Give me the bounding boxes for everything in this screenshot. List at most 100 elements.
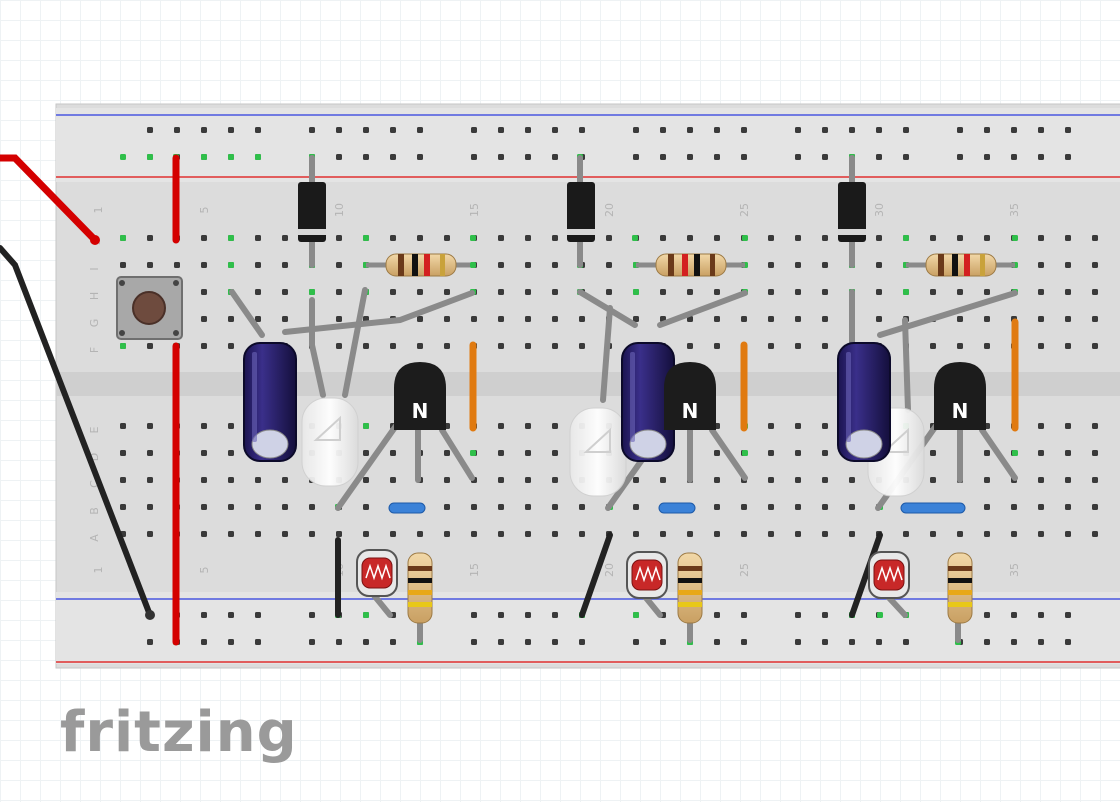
breadboard-hole bbox=[417, 531, 423, 537]
breadboard-hole bbox=[606, 235, 612, 241]
breadboard-hole bbox=[498, 450, 504, 456]
breadboard-hole bbox=[282, 235, 288, 241]
breadboard-hole bbox=[498, 477, 504, 483]
breadboard-hole bbox=[228, 639, 234, 645]
breadboard-hole bbox=[1038, 343, 1044, 349]
breadboard-hole bbox=[228, 262, 234, 268]
breadboard-hole bbox=[525, 477, 531, 483]
breadboard-hole bbox=[930, 477, 936, 483]
breadboard-hole bbox=[1038, 154, 1044, 160]
breadboard-hole bbox=[552, 450, 558, 456]
breadboard-hole bbox=[525, 154, 531, 160]
breadboard-label: 5 bbox=[198, 207, 211, 214]
breadboard-hole bbox=[633, 477, 639, 483]
transistor-label: N bbox=[682, 399, 699, 423]
breadboard-label: C bbox=[88, 480, 101, 488]
breadboard-hole bbox=[470, 450, 476, 456]
breadboard-hole bbox=[795, 289, 801, 295]
breadboard-hole bbox=[633, 154, 639, 160]
breadboard-hole bbox=[876, 316, 882, 322]
breadboard-hole bbox=[201, 127, 207, 133]
breadboard-hole bbox=[417, 343, 423, 349]
breadboard-label: 15 bbox=[468, 563, 481, 577]
breadboard-hole bbox=[120, 504, 126, 510]
breadboard-hole bbox=[984, 612, 990, 618]
breadboard-hole bbox=[498, 235, 504, 241]
breadboard-hole bbox=[984, 531, 990, 537]
breadboard-hole bbox=[984, 477, 990, 483]
breadboard-hole bbox=[228, 343, 234, 349]
top-power-rail bbox=[56, 108, 1120, 182]
photoresistor bbox=[356, 549, 398, 597]
breadboard-hole bbox=[930, 343, 936, 349]
breadboard-hole bbox=[849, 504, 855, 510]
breadboard-hole bbox=[714, 639, 720, 645]
breadboard-hole bbox=[147, 343, 153, 349]
breadboard-hole bbox=[579, 127, 585, 133]
breadboard-hole bbox=[201, 316, 207, 322]
breadboard-hole bbox=[444, 531, 450, 537]
breadboard-label: H bbox=[88, 292, 101, 300]
breadboard-hole bbox=[984, 450, 990, 456]
breadboard-hole bbox=[742, 450, 748, 456]
breadboard-hole bbox=[282, 504, 288, 510]
breadboard-hole bbox=[687, 316, 693, 322]
breadboard-hole bbox=[1065, 423, 1071, 429]
breadboard-hole bbox=[768, 289, 774, 295]
pushbutton[interactable] bbox=[116, 276, 183, 340]
breadboard-hole bbox=[1092, 504, 1098, 510]
breadboard-hole bbox=[552, 531, 558, 537]
breadboard-hole bbox=[1011, 612, 1017, 618]
breadboard-label: F bbox=[88, 347, 101, 353]
breadboard-hole bbox=[120, 262, 126, 268]
diode bbox=[838, 182, 866, 242]
breadboard-label: 20 bbox=[603, 203, 616, 217]
breadboard-hole bbox=[525, 316, 531, 322]
breadboard-hole bbox=[498, 531, 504, 537]
breadboard-hole bbox=[444, 235, 450, 241]
breadboard-hole bbox=[768, 531, 774, 537]
breadboard-hole bbox=[309, 127, 315, 133]
breadboard-hole bbox=[1092, 316, 1098, 322]
breadboard-hole bbox=[552, 262, 558, 268]
breadboard-hole bbox=[849, 531, 855, 537]
breadboard-hole bbox=[201, 450, 207, 456]
breadboard-hole bbox=[174, 262, 180, 268]
breadboard-hole bbox=[795, 316, 801, 322]
breadboard-hole bbox=[309, 639, 315, 645]
breadboard-hole bbox=[470, 262, 476, 268]
breadboard-hole bbox=[768, 477, 774, 483]
breadboard-hole bbox=[228, 127, 234, 133]
breadboard-hole bbox=[903, 289, 909, 295]
breadboard-hole bbox=[1038, 531, 1044, 537]
breadboard-label: 20 bbox=[603, 563, 616, 577]
breadboard-hole bbox=[687, 235, 693, 241]
breadboard-label: G bbox=[88, 319, 101, 328]
diode bbox=[567, 182, 595, 242]
breadboard-hole bbox=[633, 504, 639, 510]
photoresistor bbox=[868, 551, 910, 599]
breadboard-hole bbox=[309, 612, 315, 618]
breadboard-hole bbox=[228, 477, 234, 483]
breadboard-hole bbox=[498, 423, 504, 429]
breadboard-hole bbox=[1092, 289, 1098, 295]
breadboard-hole bbox=[282, 531, 288, 537]
breadboard-hole bbox=[417, 289, 423, 295]
breadboard-hole bbox=[201, 289, 207, 295]
breadboard-hole bbox=[741, 127, 747, 133]
breadboard-hole bbox=[1065, 612, 1071, 618]
breadboard-hole bbox=[795, 531, 801, 537]
breadboard-hole bbox=[228, 154, 234, 160]
breadboard-hole bbox=[768, 235, 774, 241]
breadboard-hole bbox=[822, 262, 828, 268]
breadboard-hole bbox=[147, 504, 153, 510]
breadboard-hole bbox=[660, 154, 666, 160]
breadboard-hole bbox=[768, 423, 774, 429]
breadboard-hole bbox=[822, 423, 828, 429]
breadboard-hole bbox=[741, 316, 747, 322]
breadboard-hole bbox=[525, 504, 531, 510]
breadboard-hole bbox=[1092, 531, 1098, 537]
breadboard-hole bbox=[201, 235, 207, 241]
breadboard-hole bbox=[687, 154, 693, 160]
